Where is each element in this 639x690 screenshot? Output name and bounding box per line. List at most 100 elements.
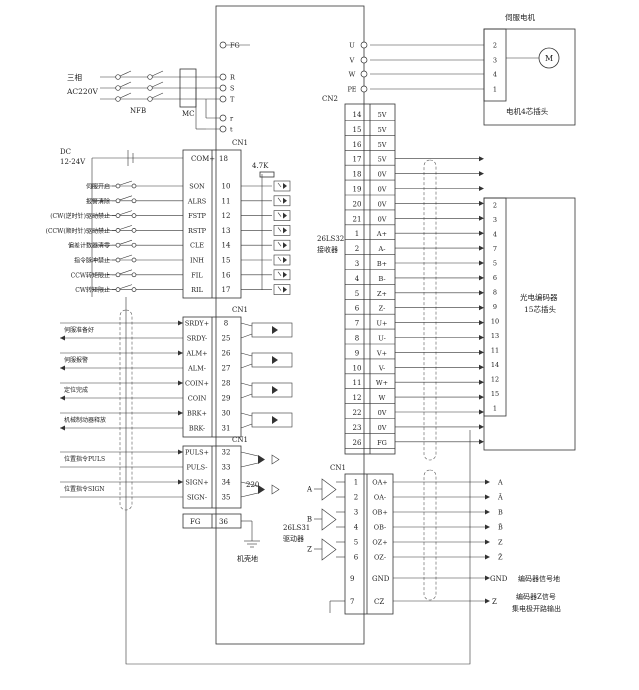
output-signal-name: COIN [188, 395, 207, 403]
cn2-pin: 14 [353, 111, 362, 119]
cn2-signal-name: 0V [378, 409, 387, 417]
arrow-icon [178, 449, 183, 455]
motor-plug-pin: 1 [493, 86, 497, 94]
input-signal-name: FIL [191, 271, 203, 279]
power-terminal-label: r [230, 115, 234, 123]
driver-input-label: Z [307, 546, 312, 554]
output-signal-label: 机械制动器释放 [64, 416, 106, 424]
pulse-signal-label: 位置指令SIGN [64, 485, 105, 493]
power-terminal[interactable] [219, 41, 227, 49]
arrow-icon [178, 350, 183, 356]
switch-contact-icon [115, 257, 121, 263]
arrow-icon [485, 539, 490, 545]
pulse-signal-name: SIGN- [187, 494, 207, 502]
input-signal-name: CLE [190, 242, 204, 250]
output-opto-icon [251, 412, 293, 428]
gnd-out: GND [490, 575, 508, 583]
cn2-signal-name: Z+ [377, 290, 387, 298]
motor-terminal[interactable] [360, 70, 368, 78]
cn2-signal-name: FG [377, 439, 387, 447]
input-signal-name: INH [190, 257, 204, 265]
input-pin: 13 [222, 227, 231, 235]
mains-label-1: 三相 [67, 72, 82, 82]
gnd-name: GND [372, 575, 390, 583]
driver-signal-name: OA+ [372, 479, 387, 487]
input-pin: 15 [222, 257, 231, 265]
input-signal-name: RSTP [188, 227, 207, 235]
receiver-label-2: 接收器 [317, 245, 338, 254]
input-pin: 17 [222, 286, 231, 294]
encoder-pin: 4 [493, 231, 497, 239]
output-signal-name: COIN+ [185, 380, 209, 388]
pulse-signal-name: SIGN+ [185, 479, 208, 487]
arrow-icon [485, 509, 490, 515]
motor-plug-label: 电机4芯插头 [506, 106, 549, 116]
driver-body [215, 5, 365, 645]
cn2-pin: 20 [353, 200, 362, 208]
arrow-icon [479, 290, 484, 296]
input-signal-label: CW转矩限止 [75, 286, 110, 294]
power-terminal[interactable] [219, 95, 227, 103]
switch-contact-icon [115, 183, 121, 189]
cn2-signal-name: 0V [378, 171, 387, 179]
encoder-title-1: 光电编码器 [520, 292, 558, 302]
power-terminal[interactable] [219, 84, 227, 92]
output-signal-label: 定位完成 [64, 386, 88, 394]
power-terminal[interactable] [219, 125, 227, 133]
cn2-pin: 8 [355, 335, 359, 343]
shield-loop [125, 297, 471, 665]
power-terminal[interactable] [219, 73, 227, 81]
cn2-pin: 7 [355, 320, 359, 328]
optocoupler-icon [273, 239, 291, 251]
switch-contact-icon [115, 287, 121, 292]
mains-label-2: AC220V [66, 87, 98, 96]
cn2-signal-name: V+ [376, 349, 387, 357]
driver-pin: 4 [354, 524, 359, 532]
power-terminal[interactable] [219, 114, 227, 122]
motor-terminal[interactable] [360, 41, 368, 49]
optocoupler-icon [273, 180, 291, 192]
power-terminal-label: S [230, 85, 234, 93]
input-signal-label: CCW转矩限止 [71, 271, 110, 279]
input-signal-name: SON [189, 183, 205, 191]
arrow-icon [479, 379, 484, 385]
cn2-pin: 16 [353, 141, 362, 149]
output-opto-icon [251, 352, 293, 368]
power-terminal-label: t [230, 126, 233, 134]
encoder-pin: 6 [493, 274, 497, 282]
motor-terminal[interactable] [360, 56, 368, 64]
output-pin: 31 [222, 425, 231, 433]
input-signal-label: 指令脉冲禁止 [74, 257, 110, 265]
output-signal-name: SRDY- [187, 335, 207, 343]
encoder-pin: 5 [493, 260, 497, 268]
encoder-pin: 11 [491, 347, 499, 355]
input-signal-label: 伺服开启 [86, 183, 110, 191]
arrow-icon [479, 349, 484, 355]
encoder-pin: 8 [493, 289, 497, 297]
switch-contact-icon [131, 213, 137, 218]
output-pin: 27 [222, 365, 231, 373]
motor-terminal-label: W [349, 71, 356, 79]
cn2-pin: 23 [353, 424, 362, 432]
encoder-pin: 13 [491, 332, 499, 340]
pulse-pin: 32 [222, 449, 231, 457]
arrow-icon [479, 260, 484, 266]
motor-terminal-label: U [349, 42, 355, 50]
optocoupler-icon [273, 269, 291, 281]
cn2-signal-name: Z- [379, 305, 386, 313]
cn2-pin: 18 [353, 171, 362, 179]
fg-pin: 36 [219, 518, 228, 526]
encoder-pin-column [483, 197, 507, 417]
chassis-label: 机壳地 [237, 554, 258, 563]
driver-output-label: Z [498, 539, 503, 547]
pulse-pin: 34 [222, 479, 231, 487]
motor-terminal[interactable] [360, 85, 368, 93]
cn2-signal-name: 0V [378, 215, 387, 223]
arrow-icon [479, 335, 484, 340]
input-pin: 14 [222, 242, 231, 250]
arrow-icon [485, 598, 490, 604]
breaker-contact-icon [147, 96, 153, 102]
cn2-pin: 5 [355, 290, 359, 298]
cn2-signal-name: 0V [378, 424, 387, 432]
cn2-pin: 17 [353, 156, 362, 164]
